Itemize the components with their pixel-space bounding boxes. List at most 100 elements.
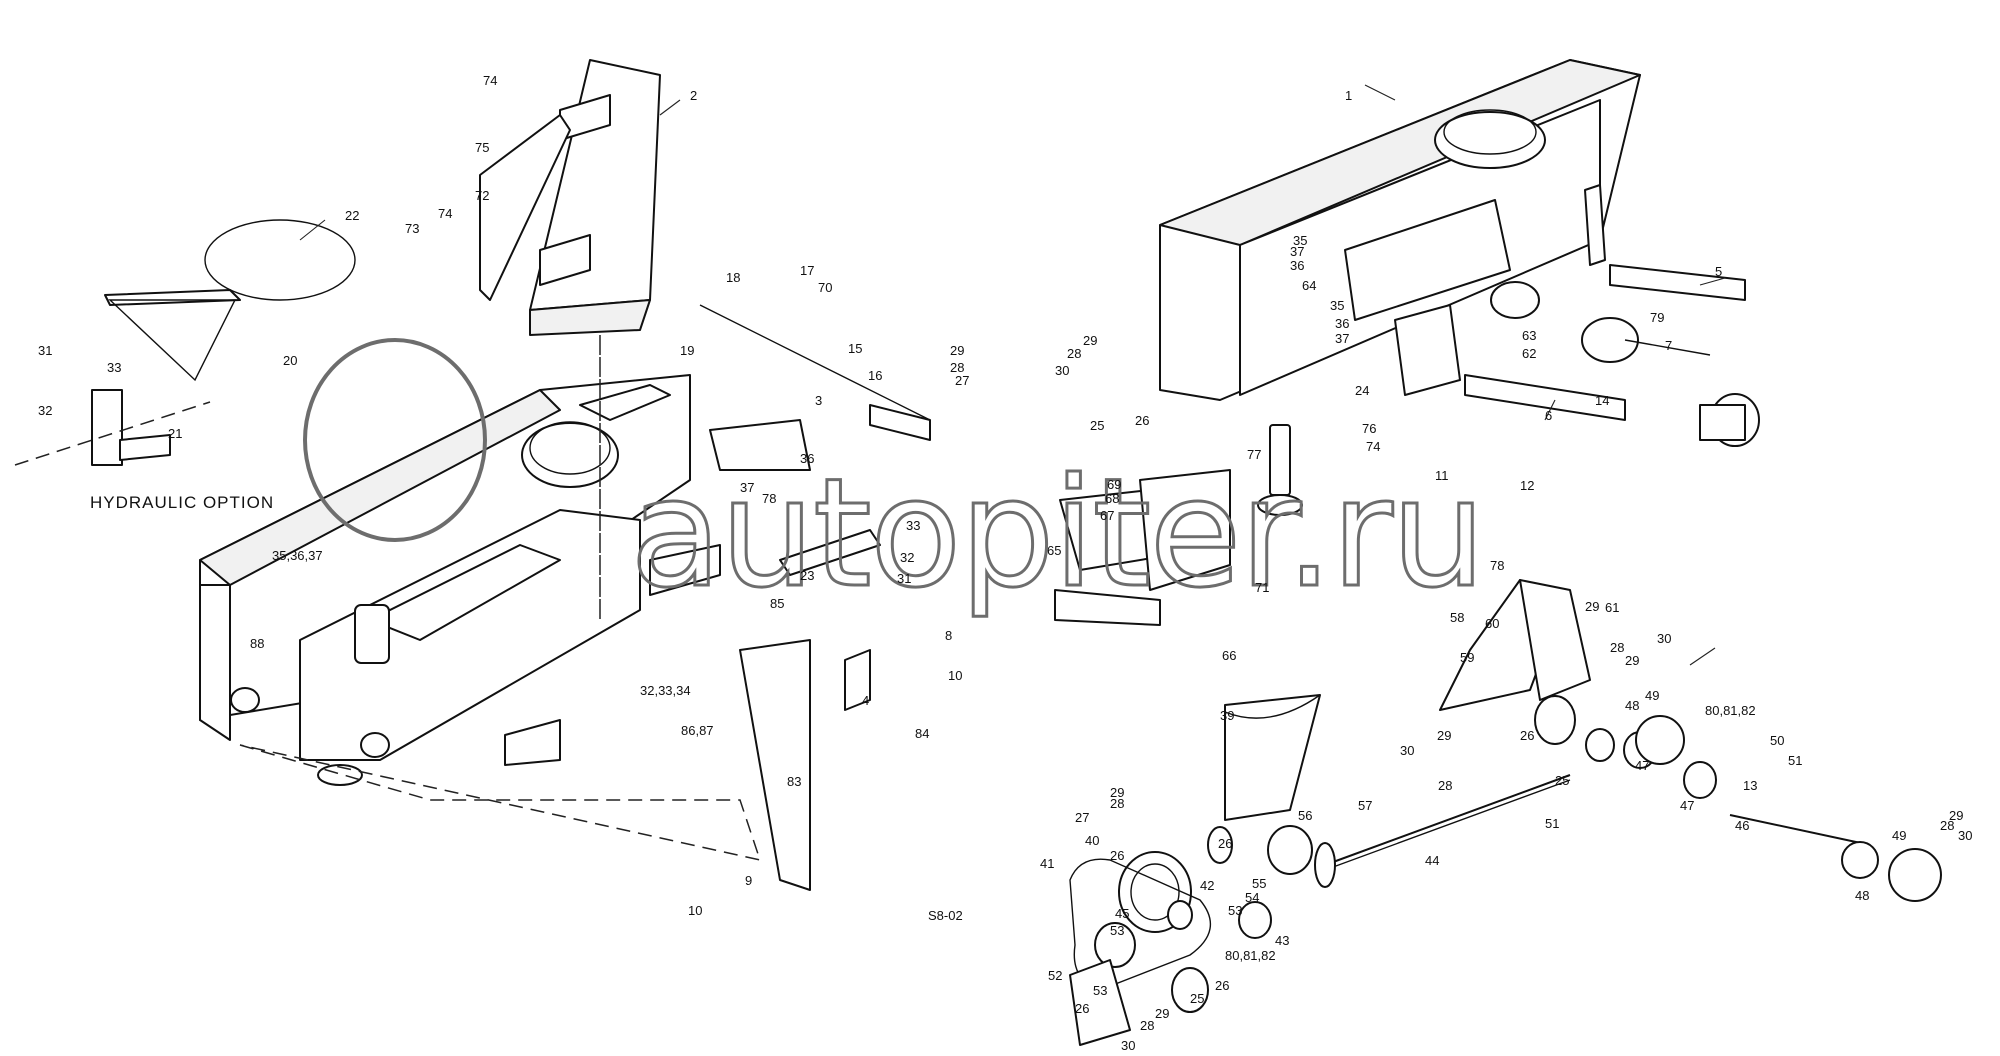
part-label-26c: 26 [1110, 848, 1124, 863]
part-label-26e: 26 [1215, 978, 1229, 993]
part-label-21: 21 [168, 426, 182, 441]
part-label-75: 75 [475, 140, 489, 155]
part-label-68: 68 [1105, 491, 1119, 506]
part-label-13: 13 [1743, 778, 1757, 793]
part-label-36b: 36 [1335, 316, 1349, 331]
watermark: autopiter.ru [303, 338, 1487, 623]
part-label-25b: 25 [1555, 773, 1569, 788]
part-label-29f: 29 [1110, 785, 1124, 800]
part-label-10a: 10 [948, 668, 962, 683]
part-label-53a: 53 [1228, 903, 1242, 918]
part-label-80a: 80,81,82 [1705, 703, 1756, 718]
part-label-5: 5 [1715, 264, 1722, 279]
part-label-50: 50 [1770, 733, 1784, 748]
part-label-29g: 29 [1949, 808, 1963, 823]
part-label-29b: 29 [950, 343, 964, 358]
hydraulic-option-label: HYDRAULIC OPTION [90, 493, 274, 512]
part-label-2: 2 [690, 88, 697, 103]
part-label-84: 84 [915, 726, 929, 741]
part-label-52: 52 [1048, 968, 1062, 983]
part-label-9: 9 [745, 873, 752, 888]
part-label-46: 46 [1735, 818, 1749, 833]
part-label-26f: 26 [1075, 1001, 1089, 1016]
part-label-16: 16 [868, 368, 882, 383]
part-label-77: 77 [1247, 447, 1261, 462]
part-label-22: 22 [345, 208, 359, 223]
part-label-61: 61 [1605, 600, 1619, 615]
part-label-8: 8 [945, 628, 952, 643]
left-chute [479, 59, 661, 336]
right-blower-housing [1159, 59, 1641, 401]
part-label-29h: 29 [1155, 1006, 1169, 1021]
part-label-62: 62 [1522, 346, 1536, 361]
hydraulic-option-deflector [14, 219, 356, 466]
part-label-53c: 53 [1093, 983, 1107, 998]
part-label-71: 71 [1255, 580, 1269, 595]
part-label-74a: 74 [483, 73, 497, 88]
part-label-30e: 30 [1121, 1038, 1135, 1053]
watermark-text: autopiter.ru [630, 447, 1484, 621]
part-label-25a: 25 [1090, 418, 1104, 433]
part-label-37c: 37 [740, 480, 754, 495]
part-label-31a: 31 [38, 343, 52, 358]
part-label-29c: 29 [1585, 599, 1599, 614]
part-label-11: 11 [1435, 468, 1449, 483]
part-label-35c: 35 [1330, 298, 1344, 313]
part-label-37a: 37 [1290, 244, 1304, 259]
part-label-28d: 28 [1438, 778, 1452, 793]
part-label-78b: 78 [1490, 558, 1504, 573]
part-label-48a: 48 [1625, 698, 1639, 713]
part-label-56: 56 [1298, 808, 1312, 823]
part-label-83: 83 [787, 774, 801, 789]
right-mount-brackets [1464, 264, 1760, 447]
gearbox-bracket [1439, 579, 1717, 799]
impeller-and-shafts [1207, 694, 1942, 902]
part-label-35b: 35 [1293, 233, 1307, 248]
part-label-43: 43 [1275, 933, 1289, 948]
part-label-12: 12 [1520, 478, 1534, 493]
part-label-64: 64 [1302, 278, 1316, 293]
part-label-28b: 28 [950, 360, 964, 375]
part-label-30c: 30 [1400, 743, 1414, 758]
part-label-26a: 26 [1135, 413, 1149, 428]
part-label-7: 7 [1665, 338, 1672, 353]
part-label-33b: 33 [906, 518, 920, 533]
part-label-29a: 29 [1083, 333, 1097, 348]
part-label-40: 40 [1085, 833, 1099, 848]
part-label-54: 54 [1245, 890, 1259, 905]
part-label-88: 88 [250, 636, 264, 651]
part-label-31b: 31 [897, 571, 911, 586]
part-label-76: 76 [1362, 421, 1376, 436]
part-label-28f: 28 [1940, 818, 1954, 833]
part-label-67: 67 [1100, 508, 1114, 523]
diagram-code: S8-02 [928, 908, 963, 923]
part-label-29e: 29 [1437, 728, 1451, 743]
part-label-27b: 27 [1075, 810, 1089, 825]
part-label-36c: 36 [800, 451, 814, 466]
part-label-45: 45 [1115, 906, 1129, 921]
part-label-60: 60 [1485, 616, 1499, 631]
part-label-20: 20 [283, 353, 297, 368]
part-label-1: 1 [1345, 88, 1352, 103]
part-label-47b: 47 [1680, 798, 1694, 813]
part-label-30b: 30 [1657, 631, 1671, 646]
leader-lines [299, 84, 1726, 666]
part-label-17: 17 [800, 263, 814, 278]
part-label-14: 14 [1595, 393, 1609, 408]
part-label-30a: 30 [1055, 363, 1069, 378]
right-lower-frame [1054, 424, 1303, 626]
part-label-51a: 51 [1788, 753, 1802, 768]
part-label-78a: 78 [762, 491, 776, 506]
part-label-23: 23 [800, 568, 814, 583]
part-label-41: 41 [1040, 856, 1054, 871]
part-label-28c: 28 [1610, 640, 1624, 655]
part-label-79: 79 [1650, 310, 1664, 325]
part-label-32b: 32 [900, 550, 914, 565]
part-label-25c: 25 [1190, 991, 1204, 1006]
part-label-49a: 49 [1645, 688, 1659, 703]
part-label-53b: 53 [1110, 923, 1124, 938]
part-label-70: 70 [818, 280, 832, 295]
part-label-42: 42 [1200, 878, 1214, 893]
part-label-66: 66 [1222, 648, 1236, 663]
